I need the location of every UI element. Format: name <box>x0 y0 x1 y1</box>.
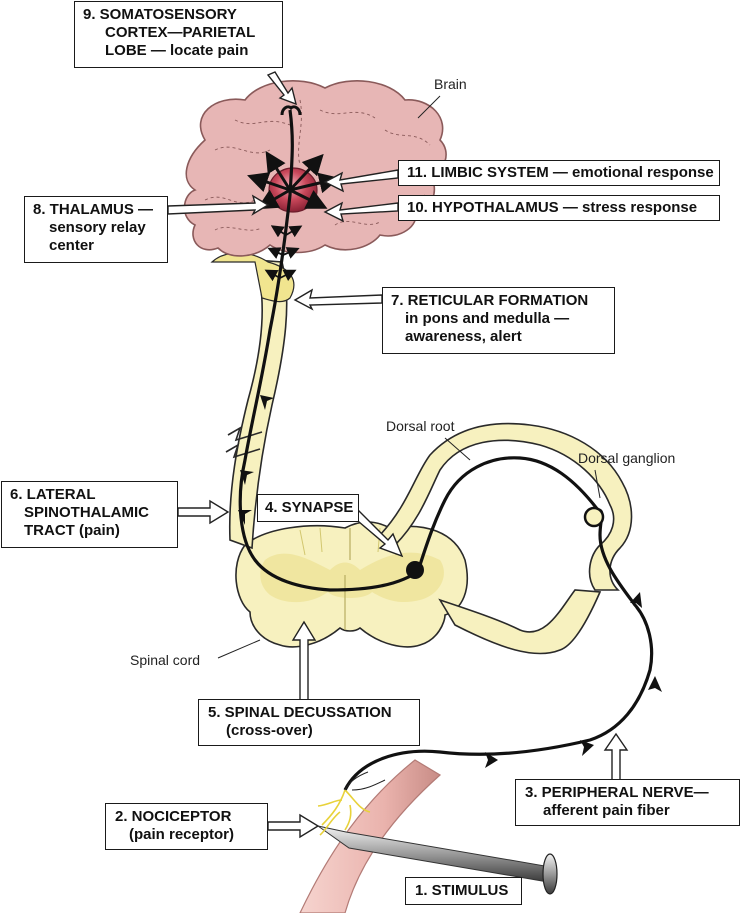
callout-thalamus-line2: sensory relay <box>49 219 146 236</box>
callout-stimulus-line1: 1. STIMULUS <box>415 882 509 899</box>
callout-lateral-tract-line3: TRACT (pain) <box>24 522 120 539</box>
callout-limbic: 11. LIMBIC SYSTEM — emotional response <box>398 160 720 186</box>
callout-decussation-line1: 5. SPINAL DECUSSATION <box>208 704 392 721</box>
callout-lateral-tract-line1: 6. LATERAL <box>10 486 96 503</box>
callout-reticular: 7. RETICULAR FORMATION in pons and medul… <box>382 287 615 354</box>
callout-peripheral-nerve-line2: afferent pain fiber <box>543 802 670 819</box>
callout-lateral-tract-line2: SPINOTHALAMIC <box>24 504 149 521</box>
callout-somatosensory: 9. SOMATOSENSORY CORTEX—PARIETAL LOBE — … <box>74 1 283 68</box>
callout-limbic-line1: 11. LIMBIC SYSTEM — emotional response <box>407 164 714 181</box>
callout-thalamus: 8. THALAMUS — sensory relay center <box>24 196 168 263</box>
callout-decussation-line2: (cross-over) <box>226 722 313 739</box>
brain-label: Brain <box>434 76 467 92</box>
nerve-endings <box>317 789 371 836</box>
callout-reticular-line1: 7. RETICULAR FORMATION <box>391 292 589 309</box>
callout-thalamus-line3: center <box>49 237 95 254</box>
callout-nociceptor-line2: (pain receptor) <box>129 826 235 843</box>
ventral-root <box>438 589 602 655</box>
nail-stimulus <box>317 825 558 895</box>
callout-nociceptor: 2. NOCICEPTOR (pain receptor) <box>105 803 268 850</box>
callout-thalamus-line1: 8. THALAMUS — <box>33 201 153 218</box>
callout-somatosensory-line1: 9. SOMATOSENSORY <box>83 6 237 23</box>
callout-decussation: 5. SPINAL DECUSSATION (cross-over) <box>198 699 420 746</box>
pathway-arrowheads <box>238 395 662 768</box>
callout-nociceptor-line1: 2. NOCICEPTOR <box>115 808 232 825</box>
dorsal-root <box>378 422 633 591</box>
callout-peripheral-nerve: 3. PERIPHERAL NERVE— afferent pain fiber <box>515 779 740 826</box>
callout-lateral-tract: 6. LATERAL SPINOTHALAMIC TRACT (pain) <box>1 481 178 548</box>
cortex-fork <box>280 105 302 116</box>
dorsal-ganglion-label: Dorsal ganglion <box>578 450 676 466</box>
callout-peripheral-nerve-line1: 3. PERIPHERAL NERVE— <box>525 784 709 801</box>
callout-stimulus: 1. STIMULUS <box>405 877 522 905</box>
callout-arrows <box>167 71 629 839</box>
callout-somatosensory-line2: CORTEX—PARIETAL <box>105 24 256 41</box>
callout-synapse-line1: 4. SYNAPSE <box>265 499 354 516</box>
spinal-cord-label: Spinal cord <box>130 652 201 668</box>
dorsal-ganglion <box>583 506 605 528</box>
reticular-branches <box>264 225 303 282</box>
afferent-pathway <box>238 109 654 791</box>
callout-reticular-line3: awareness, alert <box>405 328 522 345</box>
callout-hypothalamus: 10. HYPOTHALAMUS — stress response <box>398 195 720 221</box>
leader-lines <box>217 95 601 659</box>
spinal-cord-cross-section <box>235 521 469 648</box>
callout-hypothalamus-line1: 10. HYPOTHALAMUS — stress response <box>407 199 698 216</box>
callout-synapse: 4. SYNAPSE <box>257 494 359 522</box>
synapse-dot <box>406 561 424 579</box>
callout-reticular-line2: in pons and medulla — <box>405 310 570 327</box>
callout-somatosensory-line3: LOBE — locate pain <box>105 42 249 59</box>
dorsal-root-label: Dorsal root <box>386 418 455 434</box>
